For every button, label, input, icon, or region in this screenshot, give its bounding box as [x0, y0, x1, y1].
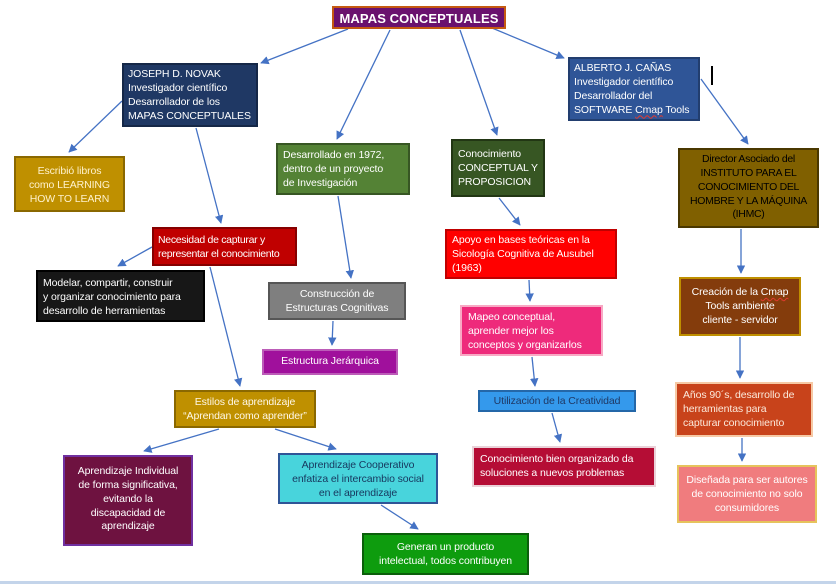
node-aprendizaje-cooperativo[interactable]: Aprendizaje Cooperativo enfatiza el inte…: [278, 453, 438, 504]
arrow-title-canas: [491, 27, 565, 59]
node-necesidad-capturar[interactable]: Necesidad de capturar y representar el c…: [152, 227, 297, 266]
node-apoyo-ausubel[interactable]: Apoyo en bases teóricas en la Sicología …: [445, 229, 617, 279]
node-creacion-cmap-tools[interactable]: Creación de la Cmap Tools ambiente clien…: [679, 277, 801, 336]
arrow-novak-necesidad: [195, 127, 224, 224]
arrow-conceptual-apoyo: [498, 197, 521, 226]
window-bottom-edge: [0, 581, 836, 584]
node-anos-90[interactable]: Años 90´s, desarrollo de herramientas pa…: [675, 382, 813, 437]
node-estructuras-cognitivas[interactable]: Construcción de Estructuras Cognitivas: [268, 282, 406, 320]
arrow-desarrollado-construccion: [337, 195, 354, 279]
node-mapeo-conceptual[interactable]: Mapeo conceptual, aprender mejor los con…: [460, 305, 603, 356]
arrow-apr_cooperativo-generan: [380, 504, 419, 530]
node-desarrollado-1972[interactable]: Desarrollado en 1972, dentro de un proye…: [276, 143, 410, 195]
node-estilos-aprendizaje[interactable]: Estilos de aprendizaje “Aprendan como ap…: [174, 390, 316, 428]
arrow-estilos-apr_cooperativo: [274, 428, 337, 451]
arrow-apoyo-mapeo: [525, 279, 534, 302]
node-mapas-conceptuales[interactable]: MAPAS CONCEPTUALES: [332, 6, 506, 29]
arrow-estilos-apr_individual: [143, 428, 220, 453]
node-escribio-libros[interactable]: Escribió libros como LEARNING HOW TO LEA…: [14, 156, 125, 212]
node-generan-producto[interactable]: Generan un producto intelectual, todos c…: [362, 533, 529, 575]
node-aprendizaje-individual[interactable]: Aprendizaje Individual de forma signific…: [63, 455, 193, 546]
node-estructura-jerarquica[interactable]: Estructura Jerárquica: [262, 349, 398, 375]
node-joseph-novak[interactable]: JOSEPH D. NOVAK Investigador científico …: [122, 63, 258, 127]
node-utilizacion-creatividad[interactable]: Utilización de la Creatividad: [478, 390, 636, 412]
node-disenada-autores[interactable]: Diseñada para ser autores de conocimient…: [677, 465, 817, 523]
arrow-title-desarrollado: [336, 29, 391, 140]
text-cursor: [711, 66, 713, 85]
node-conocimiento-organizado[interactable]: Conocimiento bien organizado da solucion…: [472, 446, 656, 487]
arrow-title-novak: [260, 28, 349, 65]
arrow-mapeo-utilizacion: [530, 356, 539, 387]
arrow-necesidad-estilos: [209, 266, 243, 387]
arrow-utilizacion-conocimiento_bien: [551, 412, 563, 443]
arrow-title-conceptual: [459, 29, 499, 136]
arrow-necesidad-modelar: [117, 246, 153, 267]
arrow-construccion-estructura: [328, 320, 337, 346]
node-alberto-canas[interactable]: ALBERTO J. CAÑAS Investigador científico…: [568, 57, 700, 121]
node-director-ihmc[interactable]: Director Asociado del INSTITUTO PARA EL …: [678, 148, 819, 228]
node-conocimiento-conceptual[interactable]: Conocimiento CONCEPTUAL Y PROPOSICION: [451, 139, 545, 197]
arrow-canas-director: [700, 78, 749, 145]
arrow-novak-escribio: [68, 100, 123, 153]
node-modelar-compartir[interactable]: Modelar, compartir, construir y organiza…: [36, 270, 205, 322]
